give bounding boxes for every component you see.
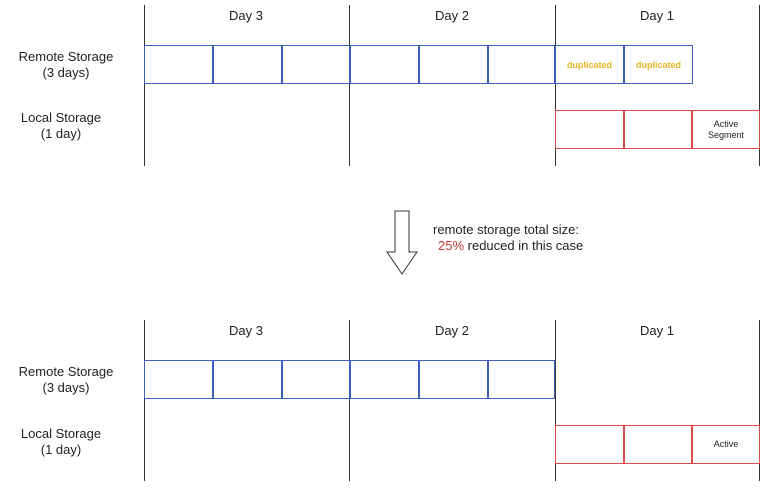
local-segment bbox=[624, 425, 692, 464]
remote-segment bbox=[350, 360, 419, 399]
remote-segment bbox=[144, 45, 213, 84]
note-line-2: 25% reduced in this case bbox=[433, 238, 583, 254]
remote-segment bbox=[350, 45, 419, 84]
day-divider bbox=[144, 320, 145, 481]
day-3-header: Day 3 bbox=[229, 8, 263, 23]
down-arrow-icon bbox=[386, 210, 418, 275]
remote-segment bbox=[488, 45, 555, 84]
local-segment bbox=[555, 425, 624, 464]
active-segment: Active Segment bbox=[692, 110, 760, 149]
day-2-header: Day 2 bbox=[435, 8, 469, 23]
day-1-header: Day 1 bbox=[640, 8, 674, 23]
local-segment bbox=[555, 110, 624, 149]
remote-segment bbox=[144, 360, 213, 399]
day-divider bbox=[349, 320, 350, 481]
active-segment: Active bbox=[692, 425, 760, 464]
remote-storage-label: Remote Storage (3 days) bbox=[18, 49, 114, 80]
remote-segment bbox=[419, 360, 488, 399]
remote-segment bbox=[419, 45, 488, 84]
day-divider bbox=[759, 5, 760, 166]
local-storage-label: Local Storage (1 day) bbox=[20, 426, 102, 457]
remote-segment bbox=[282, 45, 350, 84]
day-divider bbox=[349, 5, 350, 166]
day-divider bbox=[144, 5, 145, 166]
duplicated-remote-segment: duplicated bbox=[624, 45, 693, 84]
note-line-1: remote storage total size: bbox=[433, 222, 579, 237]
remote-storage-label: Remote Storage (3 days) bbox=[18, 364, 114, 395]
day-3-header: Day 3 bbox=[229, 323, 263, 338]
local-segment bbox=[624, 110, 692, 149]
duplicated-remote-segment: duplicated bbox=[555, 45, 624, 84]
day-1-header: Day 1 bbox=[640, 323, 674, 338]
reduction-percent: 25% bbox=[438, 238, 465, 253]
remote-segment bbox=[282, 360, 350, 399]
size-reduction-note: remote storage total size: 25% reduced i… bbox=[433, 222, 583, 254]
local-storage-label: Local Storage (1 day) bbox=[20, 110, 102, 141]
remote-segment bbox=[213, 360, 282, 399]
remote-segment bbox=[213, 45, 282, 84]
day-divider bbox=[555, 320, 556, 481]
day-divider bbox=[759, 320, 760, 481]
day-divider bbox=[555, 5, 556, 166]
reduction-text: reduced in this case bbox=[464, 238, 584, 253]
day-2-header: Day 2 bbox=[435, 323, 469, 338]
remote-segment bbox=[488, 360, 555, 399]
